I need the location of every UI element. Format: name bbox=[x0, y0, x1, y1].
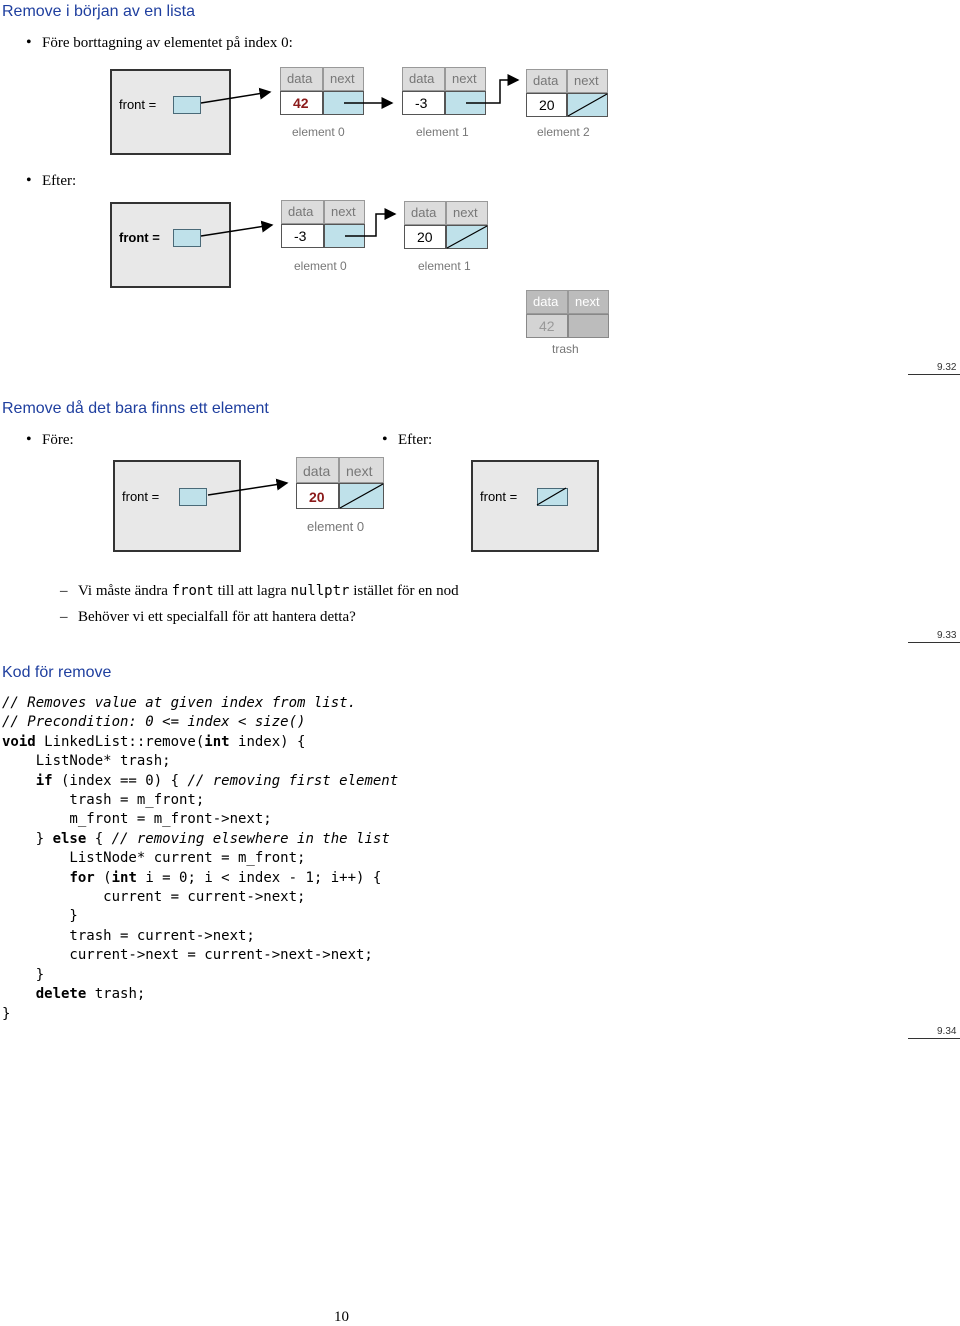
trash-name: trash bbox=[552, 342, 579, 356]
note1-text-c: istället för en nod bbox=[353, 583, 459, 599]
s2-after-front-label: front = bbox=[480, 489, 518, 504]
code-line: } else { // removing elsewhere in the li… bbox=[2, 830, 390, 847]
code-line: } bbox=[2, 908, 78, 925]
after-el0-value: -3 bbox=[281, 224, 324, 248]
section-title-code: Kod för remove bbox=[2, 664, 112, 681]
code-line: trash = m_front; bbox=[2, 792, 205, 809]
trash-data-header: data bbox=[526, 290, 568, 314]
s2-front-pointer bbox=[179, 488, 207, 506]
page-rule-1 bbox=[908, 374, 960, 375]
section-title-remove-single: Remove då det bara finns ett element bbox=[2, 400, 269, 417]
s2-front-box: front = bbox=[113, 460, 241, 552]
code-line: current->next = current->next->next; bbox=[2, 947, 373, 964]
code-line: for (int i = 0; i < index - 1; i++) { bbox=[69, 869, 382, 886]
note1-code-nullptr: nullptr bbox=[290, 583, 350, 599]
after-el1-next-null bbox=[446, 225, 488, 249]
s2-el-next-null bbox=[339, 483, 384, 509]
after-el0-next bbox=[324, 224, 365, 248]
s2-el-data-header: data bbox=[296, 457, 339, 483]
after-el0-name: element 0 bbox=[294, 259, 347, 273]
el2-next-header: next bbox=[567, 69, 608, 93]
note1-text-a: Vi måste ändra bbox=[78, 583, 168, 599]
el0-next bbox=[323, 91, 364, 115]
code-line: ListNode* current = m_front; bbox=[2, 850, 306, 867]
front-pointer bbox=[173, 96, 201, 114]
after-el0-data-header: data bbox=[281, 200, 324, 224]
el2-next-null bbox=[567, 93, 608, 117]
trash-next bbox=[568, 314, 609, 338]
code-line: current = current->next; bbox=[2, 889, 306, 906]
el2-name: element 2 bbox=[537, 125, 590, 139]
code-listing: // Removes value at given index from lis… bbox=[2, 694, 398, 1024]
note1-code-front: front bbox=[171, 583, 214, 599]
s2-after-front-null-pointer bbox=[537, 488, 568, 506]
page-rule-2 bbox=[908, 642, 960, 643]
code-line: if (index == 0) { // removing first elem… bbox=[35, 772, 399, 789]
label-efter: Efter: bbox=[382, 431, 432, 449]
bullet-after: Efter: bbox=[26, 172, 76, 190]
el0-next-header: next bbox=[323, 67, 364, 91]
page-number: 10 bbox=[334, 1309, 349, 1325]
after-el1-value: 20 bbox=[404, 225, 446, 249]
after-el1-name: element 1 bbox=[418, 259, 471, 273]
s2-el-next-header: next bbox=[339, 457, 384, 483]
slide-number-2: 9.33 bbox=[937, 630, 957, 641]
after-el1-next-header: next bbox=[446, 201, 488, 225]
el1-value: -3 bbox=[402, 91, 445, 115]
code-line: m_front = m_front->next; bbox=[2, 811, 272, 828]
code-line: trash = current->next; bbox=[2, 927, 255, 944]
code-line: ListNode* trash; bbox=[2, 753, 171, 770]
s2-el-name: element 0 bbox=[307, 519, 365, 534]
code-line: } bbox=[2, 966, 45, 983]
after-front-box: front = bbox=[110, 202, 231, 288]
el0-data-header: data bbox=[280, 67, 323, 91]
el2-value: 20 bbox=[526, 93, 567, 117]
code-line: // Precondition: 0 <= index < size() bbox=[2, 714, 306, 731]
el1-next-header: next bbox=[445, 67, 486, 91]
note1-text-b: till att lagra bbox=[217, 583, 287, 599]
front-box: front = bbox=[110, 69, 231, 155]
front-label: front = bbox=[119, 97, 157, 112]
code-block: // Removes value at given index from lis… bbox=[2, 694, 398, 1024]
s2-front-label: front = bbox=[122, 489, 160, 504]
trash-value: 42 bbox=[526, 314, 568, 338]
el2-data-header: data bbox=[526, 69, 567, 93]
after-el0-next-header: next bbox=[324, 200, 365, 224]
bullet-fore: Före: bbox=[26, 431, 74, 449]
slide-number-1: 9.32 bbox=[937, 362, 957, 373]
el1-data-header: data bbox=[402, 67, 445, 91]
el0-value: 42 bbox=[280, 91, 323, 115]
section-title-remove-first: Remove i början av en lista bbox=[2, 3, 195, 20]
code-line: // Removes value at given index from lis… bbox=[2, 695, 357, 711]
code-line: } bbox=[2, 1005, 11, 1022]
after-el1-data-header: data bbox=[404, 201, 446, 225]
el0-name: element 0 bbox=[292, 125, 345, 139]
el1-name: element 1 bbox=[416, 125, 469, 139]
after-front-label: front = bbox=[119, 230, 160, 245]
trash-next-header: next bbox=[568, 290, 609, 314]
s2-after-front-box: front = bbox=[471, 460, 599, 552]
page-rule-3 bbox=[908, 1038, 960, 1039]
after-front-pointer bbox=[173, 229, 201, 247]
note2-text: Behöver vi ett specialfall för att hante… bbox=[78, 609, 356, 625]
bullet-before: Före borttagning av elementet på index 0… bbox=[26, 34, 293, 52]
el1-next bbox=[445, 91, 486, 115]
slide-number-3: 9.34 bbox=[937, 1026, 957, 1037]
s2-el-value: 20 bbox=[296, 483, 339, 509]
code-line: void LinkedList::remove(int index) { bbox=[2, 733, 306, 750]
code-line: delete trash; bbox=[35, 986, 146, 1003]
